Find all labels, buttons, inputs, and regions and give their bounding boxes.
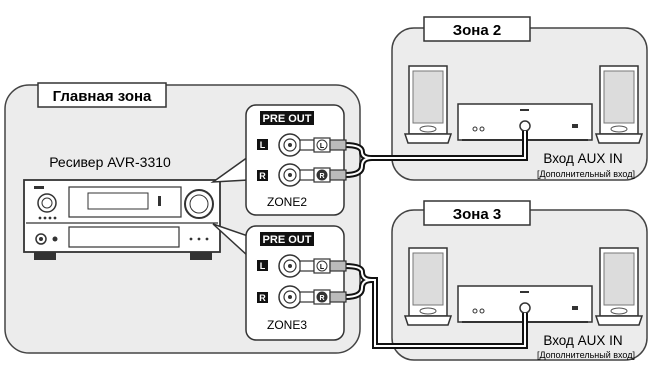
pre-out-header-zone3: PRE OUT [263, 234, 312, 246]
right-channel-badge [257, 170, 268, 181]
main-zone-label-box [37, 82, 167, 108]
pre-out-header-zone3-box [260, 232, 314, 246]
pre-out-header-zone2-box [260, 111, 314, 125]
zone3-input-label: Вход AUX IN [543, 333, 622, 348]
svg-text:R: R [319, 295, 324, 302]
svg-text:R: R [319, 173, 324, 180]
zone3-label: Зона 3 [453, 206, 501, 223]
zone2-label: Зона 2 [453, 22, 501, 39]
right-channel-badge [257, 292, 268, 303]
receiver-label: Ресивер AVR-3310 [49, 154, 171, 170]
rca-plug-left: L [299, 137, 347, 153]
receiver-avr-3310 [23, 179, 221, 260]
pre-out-footer-zone2: ZONE2 [267, 195, 307, 209]
zone3-right-speaker [594, 247, 644, 326]
zone3-left-speaker [403, 247, 453, 326]
zone3-area: Зона 3 Вход AUX IN [Дополнительный вход] [391, 200, 648, 361]
left-channel-badge [257, 139, 268, 150]
svg-text:R: R [259, 293, 266, 303]
rca-plug-right: R [299, 289, 347, 305]
rca-plug-left: L [299, 258, 347, 274]
pre-out-header-zone2: PRE OUT [263, 113, 312, 125]
zone2-area: Зона 2 Вход AUX IN [Дополнительный вход] [391, 16, 648, 181]
zone3-label-box [423, 200, 531, 226]
zone2-input-label: Вход AUX IN [543, 151, 622, 166]
rca-plug-right: R [299, 167, 347, 183]
left-channel-badge [257, 260, 268, 271]
pre-out-footer-zone3: ZONE3 [267, 318, 307, 332]
pre-out-panel-zone3: PRE OUT L R ZONE3 [245, 225, 345, 341]
main-zone-area: Главная зона Ресивер AVR-3310 [4, 82, 361, 354]
zone2-left-speaker [403, 65, 453, 144]
svg-text:L: L [320, 143, 325, 150]
pre-out-panel-zone2: PRE OUT L R ZONE2 [245, 104, 345, 216]
zone2-right-speaker [594, 65, 644, 144]
main-zone-label: Главная зона [53, 88, 152, 105]
zone2-cable: L R [299, 131, 528, 183]
svg-text:L: L [260, 261, 266, 271]
svg-text:R: R [259, 171, 266, 181]
zone2-input-sublabel: [Дополнительный вход] [537, 169, 635, 179]
svg-text:L: L [320, 264, 325, 271]
zone3-cable: L R [299, 258, 528, 349]
zone3-input-sublabel: [Дополнительный вход] [537, 350, 635, 360]
zone2-label-box [423, 16, 531, 42]
svg-text:L: L [260, 140, 266, 150]
